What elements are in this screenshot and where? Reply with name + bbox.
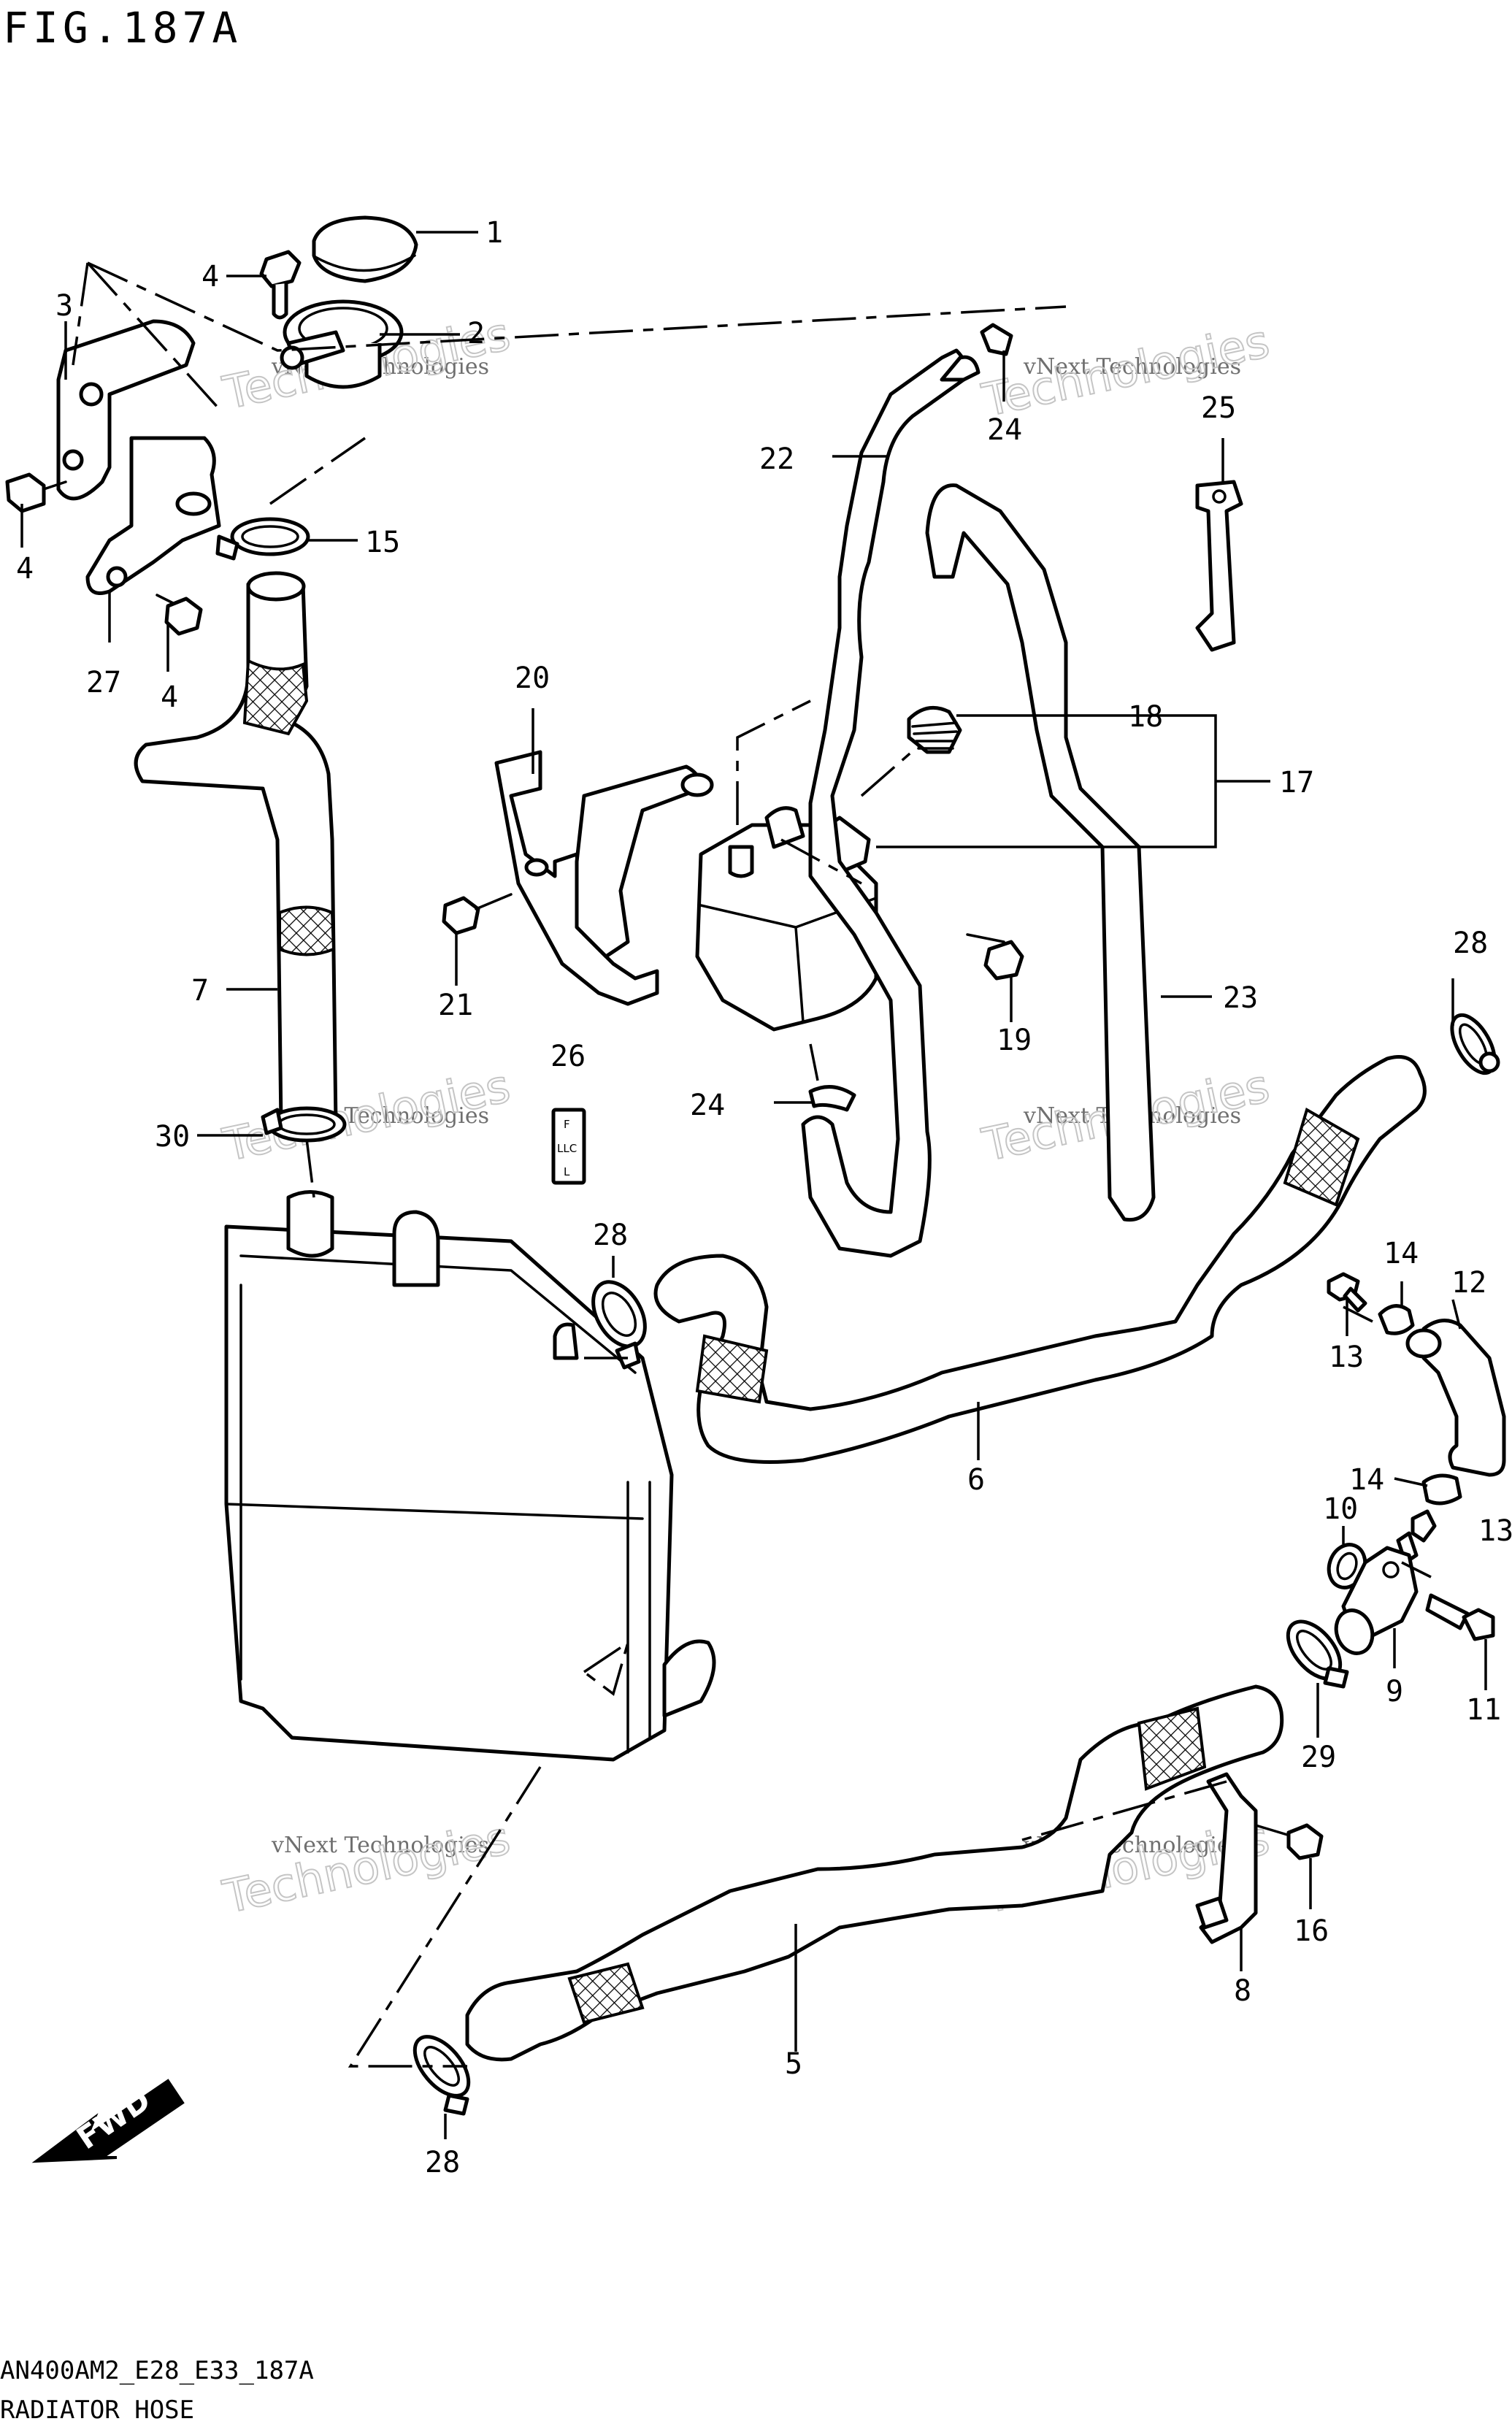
callouts: 1 2 3 4 4 4 27 15 7 30 20 21 22 23 19 18… <box>16 216 1512 2179</box>
water-fitting-9 <box>1334 1546 1419 1655</box>
bolt-13-top <box>1327 1272 1367 1313</box>
callout-16: 16 <box>1294 1914 1329 1948</box>
callout-25: 25 <box>1201 391 1236 425</box>
mounting-plate <box>85 436 221 595</box>
bracket <box>56 319 196 501</box>
assembly-line-bracket <box>87 261 1067 352</box>
reservoir-hose-23 <box>925 483 1156 1222</box>
callout-9: 9 <box>1386 1675 1403 1708</box>
callout-24-top: 24 <box>987 413 1022 447</box>
callout-20: 20 <box>515 661 550 695</box>
bolt-19 <box>966 933 1024 981</box>
callout-5: 5 <box>785 2047 802 2081</box>
hose-clamp-24-lower <box>808 1085 856 1112</box>
callout-3: 3 <box>55 289 73 323</box>
hose-clamp-28-right <box>1450 1013 1500 1075</box>
bolt-21 <box>442 858 549 935</box>
svg-text:L: L <box>564 1165 570 1178</box>
callout-30: 30 <box>155 1120 190 1154</box>
callout-8: 8 <box>1234 1974 1251 2008</box>
callout-19: 19 <box>997 1024 1032 1057</box>
callout-4-top: 4 <box>202 260 219 294</box>
reservoir-bracket-20 <box>494 750 714 1006</box>
bolt-11 <box>1425 1593 1495 1641</box>
callout-17: 17 <box>1279 766 1314 799</box>
hose-12 <box>1405 1319 1506 1477</box>
callout-13-top: 13 <box>1329 1341 1364 1374</box>
radiator-cap <box>312 215 418 283</box>
svg-text:LLC: LLC <box>557 1142 577 1155</box>
hose-clamp-24-top <box>980 323 1013 356</box>
hose-strap-25 <box>1195 480 1243 652</box>
model-code: AN400AM2_E28_E33_187A <box>0 2356 314 2385</box>
figure-caption: RADIATOR HOSE <box>0 2396 194 2424</box>
callout-11: 11 <box>1466 1693 1501 1727</box>
callout-leaders <box>20 231 1487 2139</box>
callout-1: 1 <box>486 216 503 250</box>
callout-10: 10 <box>1323 1492 1358 1526</box>
bolt-4-top <box>259 250 302 320</box>
overflow-hose-22 <box>801 348 981 1258</box>
callout-7: 7 <box>191 974 209 1008</box>
callout-15: 15 <box>365 526 400 559</box>
callout-2: 2 <box>467 317 485 350</box>
radiator <box>224 1190 716 1762</box>
clamp-14-lower <box>1421 1473 1462 1506</box>
callout-4-lower: 4 <box>161 680 178 714</box>
hose-clamp-15 <box>215 517 310 561</box>
callout-24-lower: 24 <box>690 1089 725 1122</box>
callout-27: 27 <box>86 666 121 699</box>
svg-text:Technologies: Technologies <box>218 1811 515 1923</box>
callout-12: 12 <box>1451 1266 1486 1300</box>
callout-6: 6 <box>967 1463 985 1497</box>
hose-6 <box>653 1055 1427 1464</box>
callout-21: 21 <box>438 989 473 1022</box>
hose-clamp-28-middle <box>591 1280 647 1370</box>
callout-28-right: 28 <box>1453 927 1488 960</box>
callout-28-middle: 28 <box>593 1219 628 1252</box>
reservoir-cap <box>907 705 962 754</box>
hose-clamp-28-lower <box>412 2035 471 2116</box>
hose-7 <box>134 571 338 1127</box>
callout-14-top: 14 <box>1384 1237 1419 1270</box>
svg-text:vNext Technologies: vNext Technologies <box>1023 354 1241 380</box>
coolant-label: F LLC L <box>551 1108 586 1185</box>
callout-22: 22 <box>759 442 794 476</box>
svg-text:vNext Technologies: vNext Technologies <box>271 1833 489 1858</box>
bolt-4-left <box>5 472 67 513</box>
svg-text:F: F <box>564 1118 570 1131</box>
callout-18: 18 <box>1128 700 1163 734</box>
callout-4-left: 4 <box>16 552 34 586</box>
bolt-13-lower <box>1396 1509 1437 1565</box>
callout-14-lower: 14 <box>1349 1463 1384 1497</box>
clamp-14-top <box>1378 1304 1415 1335</box>
figure-title: FIG.187A <box>3 3 242 53</box>
callout-13-lower: 13 <box>1478 1514 1512 1548</box>
bolt-16 <box>1254 1823 1324 1860</box>
callout-26: 26 <box>550 1040 586 1073</box>
callout-28-lower: 28 <box>425 2146 460 2179</box>
fwd-arrow-icon: FWD <box>31 2079 185 2163</box>
hose-clamp-29 <box>1286 1619 1349 1689</box>
callout-29: 29 <box>1301 1741 1336 1774</box>
callout-23: 23 <box>1223 981 1258 1015</box>
hose-5 <box>465 1684 1284 2062</box>
hose-clamp-30 <box>261 1106 347 1143</box>
bolt-4-lower <box>156 594 203 636</box>
